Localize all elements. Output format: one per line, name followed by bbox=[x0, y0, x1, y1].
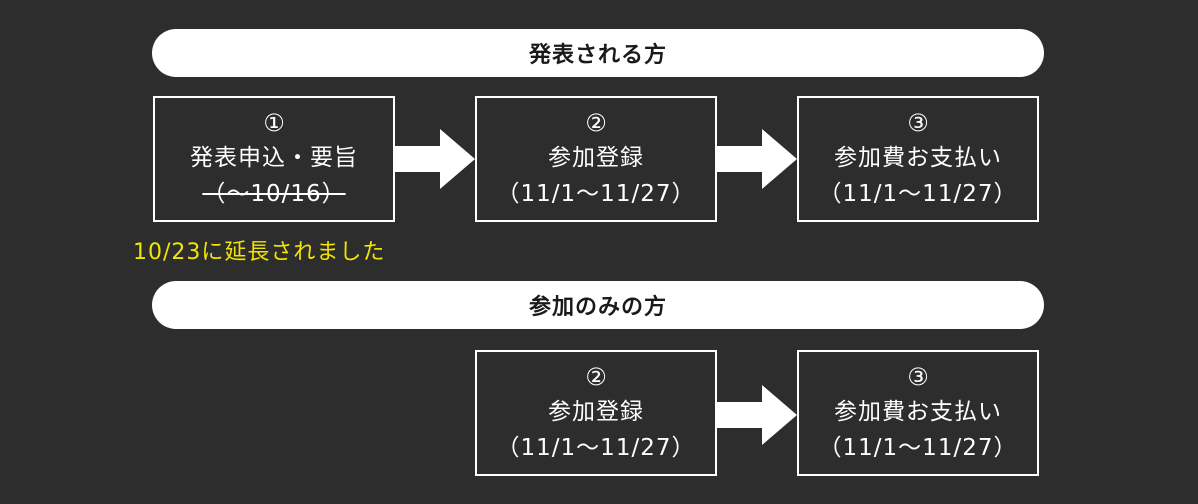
step-payment-number: ③ bbox=[907, 363, 929, 391]
arrow-right-icon bbox=[395, 129, 475, 189]
step-register-period: （11/1〜11/27） bbox=[496, 435, 696, 461]
presenter-section-header: 発表される方 bbox=[152, 29, 1044, 77]
step-register-number: ② bbox=[585, 109, 607, 137]
step-register-period: （11/1〜11/27） bbox=[496, 181, 696, 207]
step-payment-title: 参加費お支払い bbox=[834, 145, 1002, 171]
attendee-section-label: 参加のみの方 bbox=[528, 295, 667, 320]
attendee-section-header: 参加のみの方 bbox=[152, 281, 1044, 329]
presenter-section-label: 発表される方 bbox=[528, 43, 667, 68]
step-register-title: 参加登録 bbox=[548, 145, 644, 171]
step-payment-title: 参加費お支払い bbox=[834, 399, 1002, 425]
step-submit-title: 発表申込・要旨 bbox=[190, 145, 358, 171]
step-register-title: 参加登録 bbox=[548, 399, 644, 425]
step-submit-number: ① bbox=[263, 109, 285, 137]
step-register-box: ② 参加登録 （11/1〜11/27） bbox=[475, 350, 717, 476]
arrow-right-icon bbox=[717, 385, 797, 445]
step-register-box: ② 参加登録 （11/1〜11/27） bbox=[475, 96, 717, 222]
deadline-extension-note: 10/23に延長されました bbox=[133, 240, 386, 265]
arrow-right-icon bbox=[717, 129, 797, 189]
step-payment-number: ③ bbox=[907, 109, 929, 137]
step-register-number: ② bbox=[585, 363, 607, 391]
step-payment-box: ③ 参加費お支払い （11/1〜11/27） bbox=[797, 350, 1039, 476]
step-payment-period: （11/1〜11/27） bbox=[818, 181, 1018, 207]
step-submit-box: ① 発表申込・要旨 （〜10/16） bbox=[153, 96, 395, 222]
step-payment-period: （11/1〜11/27） bbox=[818, 435, 1018, 461]
step-payment-box: ③ 参加費お支払い （11/1〜11/27） bbox=[797, 96, 1039, 222]
step-submit-period: （〜10/16） bbox=[202, 181, 346, 207]
